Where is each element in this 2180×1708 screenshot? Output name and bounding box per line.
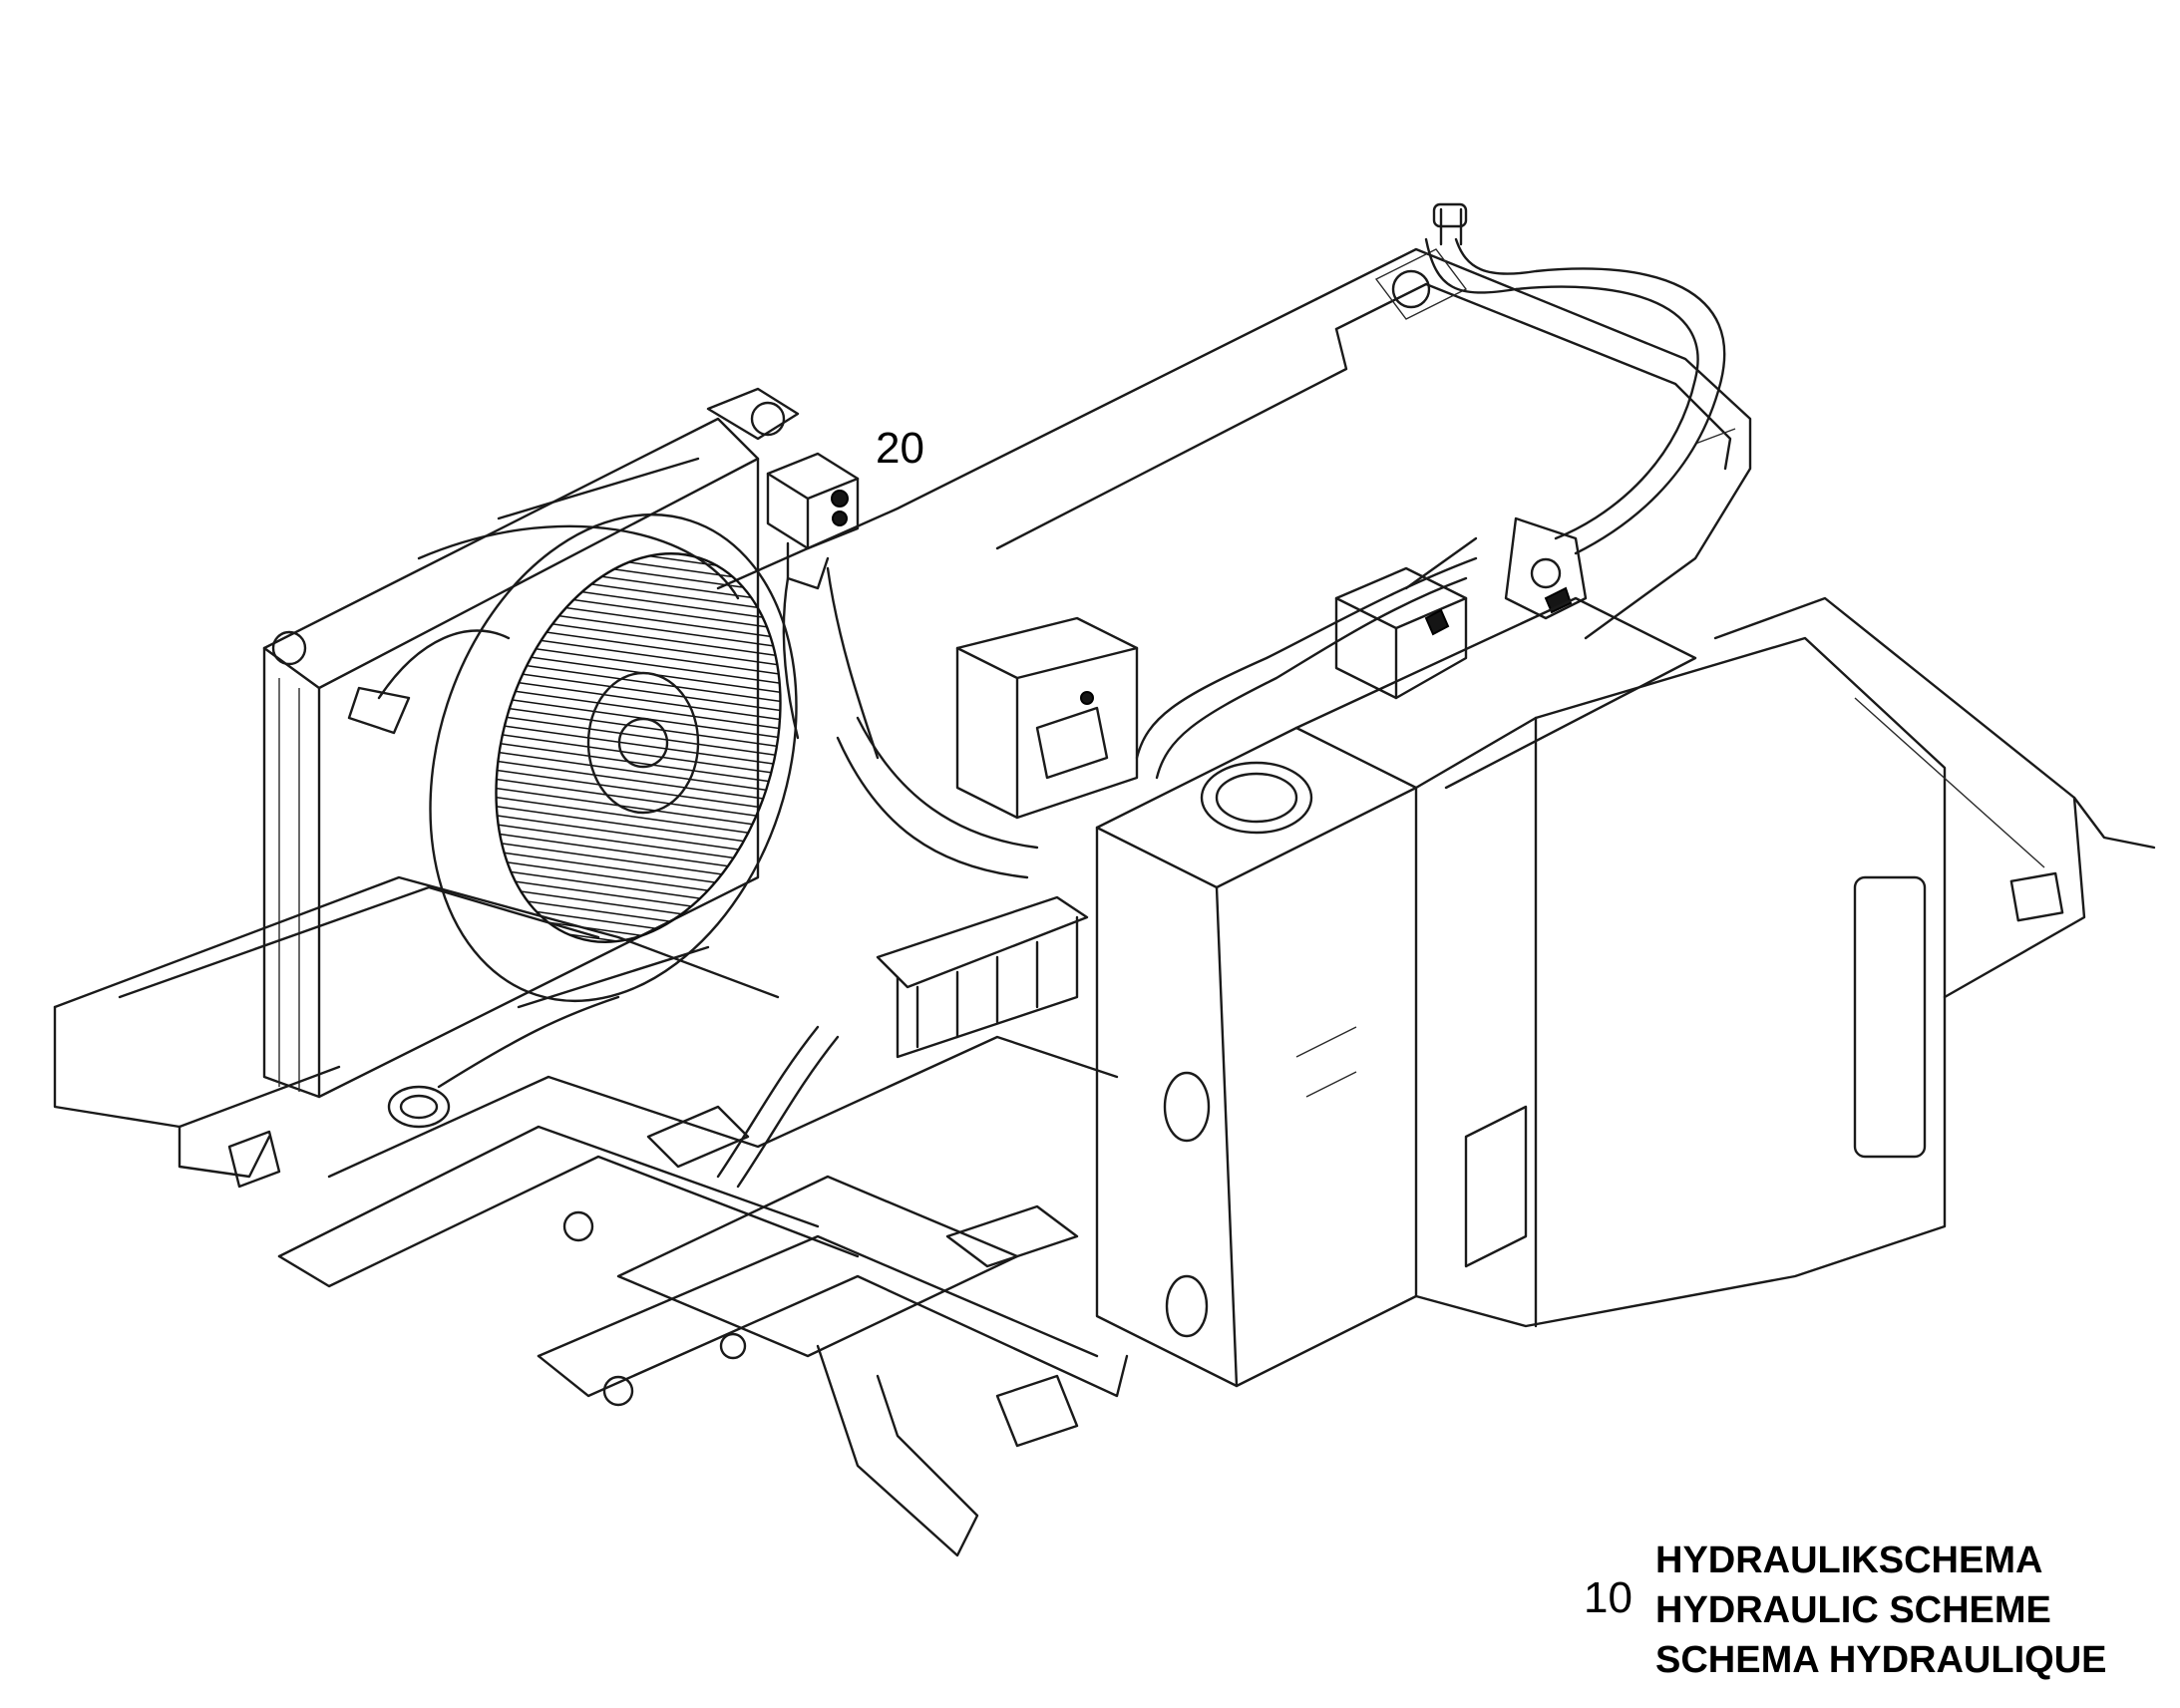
- callout-10: 10: [1584, 1573, 1633, 1622]
- lower-chassis: [53, 875, 1129, 1557]
- tank-housing: [1095, 596, 1947, 1388]
- valve-block: [1334, 516, 1588, 700]
- rear-frame: [716, 247, 1752, 640]
- right-beam: [1713, 596, 2156, 999]
- legend-block: HYDRAULIKSCHEMA HYDRAULIC SCHEME SCHEMA …: [1655, 1536, 2107, 1685]
- component-20: [766, 452, 880, 760]
- central-manifold: [716, 616, 1139, 1189]
- legend-line-french: SCHEMA HYDRAULIQUE: [1655, 1639, 2107, 1681]
- hose-lines: [1135, 202, 1726, 780]
- legend-line-english: HYDRAULIC SCHEME: [1655, 1589, 2051, 1631]
- legend-line-german: HYDRAULIKSCHEMA: [1655, 1539, 2043, 1581]
- callout-20: 20: [876, 424, 924, 473]
- radiator-cooler: [262, 387, 800, 1129]
